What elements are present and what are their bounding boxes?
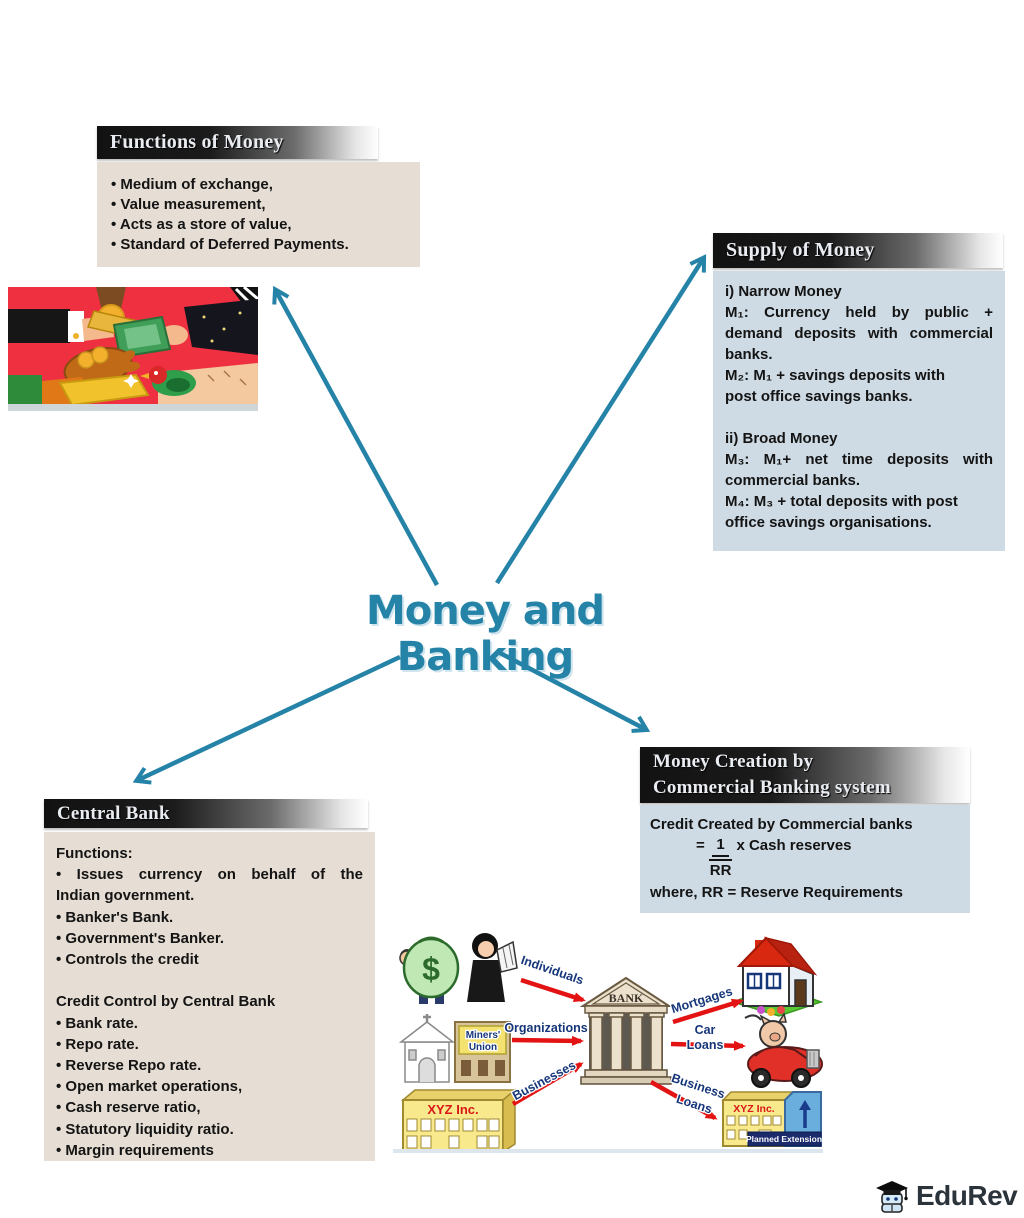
text-line: post office savings banks. xyxy=(725,388,913,405)
text-line: • Controls the credit xyxy=(56,951,199,969)
xyz-building-icon: XYZ Inc. xyxy=(400,1088,518,1154)
text-line: Indian government. xyxy=(56,887,195,905)
arrow-organizations-to-bank xyxy=(511,1035,584,1046)
text-line: • Acts as a store of value, xyxy=(111,216,292,233)
supply-of-money-header: Supply of Money xyxy=(713,233,1003,268)
bank-label: BANK xyxy=(609,991,644,1005)
suit-arm xyxy=(8,309,70,343)
text-line: office savings organisations. xyxy=(725,514,932,531)
text-line: • Government's Banker. xyxy=(56,929,225,947)
functions-of-money-header: Functions of Money xyxy=(97,126,378,159)
arrow-to-supply xyxy=(495,254,707,585)
central-bank-panel: Functions: • Issues currency on behalf of… xyxy=(44,832,375,1161)
woman-with-money-icon xyxy=(467,933,518,1002)
arrow-bank-to-business-loans xyxy=(649,1080,718,1120)
text-line: • Medium of exchange, xyxy=(111,176,273,193)
money-creation-header-line2: Commercial Banking system xyxy=(653,777,891,798)
text-line: Functions: xyxy=(56,845,133,862)
text-line: • Banker's Bank. xyxy=(56,908,174,926)
formula-denominator: RR xyxy=(708,859,733,880)
credit-created-line: Credit Created by Commercial banks xyxy=(650,816,913,833)
miners-union-building-icon: Miners' Union xyxy=(454,1021,511,1083)
text-line xyxy=(725,407,993,428)
miners-union-label-1: Miners' xyxy=(466,1030,501,1041)
money-exchange-illustration xyxy=(8,285,259,416)
text-line: • Standard of Deferred Payments. xyxy=(111,236,349,253)
xyz-extension-label: XYZ Inc. xyxy=(733,1103,775,1115)
text-line: • Value measurement, xyxy=(111,196,266,213)
car-loans-label-1: Car xyxy=(695,1023,716,1037)
text-line: M₂: M₁ + savings deposits with xyxy=(725,367,945,384)
text-line: M₁: Currency held by public + xyxy=(725,304,993,321)
money-creation-header: Money Creation by Commercial Banking sys… xyxy=(640,747,970,803)
text-line: • Statutory liquidity ratio. xyxy=(56,1120,234,1138)
text-line: • Issues currency on behalf of the xyxy=(56,866,363,884)
text-line: i) Narrow Money xyxy=(725,283,842,300)
bank-lending-diagram: $ xyxy=(393,922,824,1159)
church-icon xyxy=(398,1014,456,1083)
miners-union-label-2: Union xyxy=(469,1042,497,1053)
central-bank-header: Central Bank xyxy=(44,799,368,828)
text-line: • Open market operations, xyxy=(56,1078,243,1096)
organizations-label: Organizations xyxy=(504,1021,587,1035)
gold-bar xyxy=(58,373,150,407)
arrow-bank-to-car-loans xyxy=(670,1040,746,1051)
edurev-logo-icon xyxy=(876,1181,908,1213)
arrow-bank-to-mortgages xyxy=(672,998,744,1025)
text-line: Credit Control by Central Bank xyxy=(56,993,276,1011)
edurev-logo-text: EduRev xyxy=(916,1180,1018,1211)
edurev-logo[interactable]: EduRev xyxy=(872,1176,1018,1216)
arm-right xyxy=(184,299,258,355)
house-icon xyxy=(730,936,824,1017)
car-loans-label-2: Loans xyxy=(687,1038,724,1052)
text-line: • Reverse Repo rate. xyxy=(56,1057,202,1075)
arm-bottom-left xyxy=(8,375,42,405)
text-line: demand deposits with commercial xyxy=(725,325,993,342)
formula-fraction: 1 RR xyxy=(708,835,733,880)
arrow-individuals-to-bank xyxy=(520,977,586,1003)
text-line: • Bank rate. xyxy=(56,1014,138,1032)
text-line: banks. xyxy=(725,346,773,363)
svg-text:$: $ xyxy=(422,951,440,987)
text-line xyxy=(56,970,363,991)
pig-in-car-icon xyxy=(744,1012,823,1088)
businesses-label: Businesses xyxy=(510,1058,578,1103)
xyz-label: XYZ Inc. xyxy=(427,1102,478,1117)
money-creation-header-line1: Money Creation by xyxy=(653,751,814,772)
formula-where-line: where, RR = Reserve Requirements xyxy=(650,884,904,901)
text-line: M₃: M₁+ net time deposits with xyxy=(725,451,993,468)
planned-extension-label: Planned Extension xyxy=(746,1134,822,1144)
text-line: ii) Broad Money xyxy=(725,430,838,447)
text-line: • Cash reserve ratio, xyxy=(56,1099,201,1117)
formula-numerator: 1 xyxy=(712,835,729,857)
arrow-to-functions xyxy=(272,285,439,587)
xyz-extension-building-icon: XYZ Inc. Planned Extension xyxy=(721,1091,822,1147)
text-line: • Margin requirements xyxy=(56,1141,214,1159)
text-line: M₄: M₃ + total deposits with post xyxy=(725,493,958,510)
money-bag-man-icon: $ xyxy=(399,936,460,1004)
money-creation-panel: Credit Created by Commercial banks = 1 R… xyxy=(640,805,970,913)
text-line: commercial banks. xyxy=(725,472,861,489)
formula-multiplier: x Cash reserves xyxy=(736,837,852,854)
bank-building-icon: BANK xyxy=(579,976,673,1085)
credit-formula: = 1 RR x Cash reserves xyxy=(696,835,960,880)
page-title: Money and Banking xyxy=(366,588,605,680)
arrow-businesses-to-bank xyxy=(511,1062,584,1106)
formula-equals: = xyxy=(696,837,705,854)
functions-of-money-panel: • Medium of exchange, • Value measurement… xyxy=(97,162,420,267)
text-line: • Repo rate. xyxy=(56,1035,139,1053)
